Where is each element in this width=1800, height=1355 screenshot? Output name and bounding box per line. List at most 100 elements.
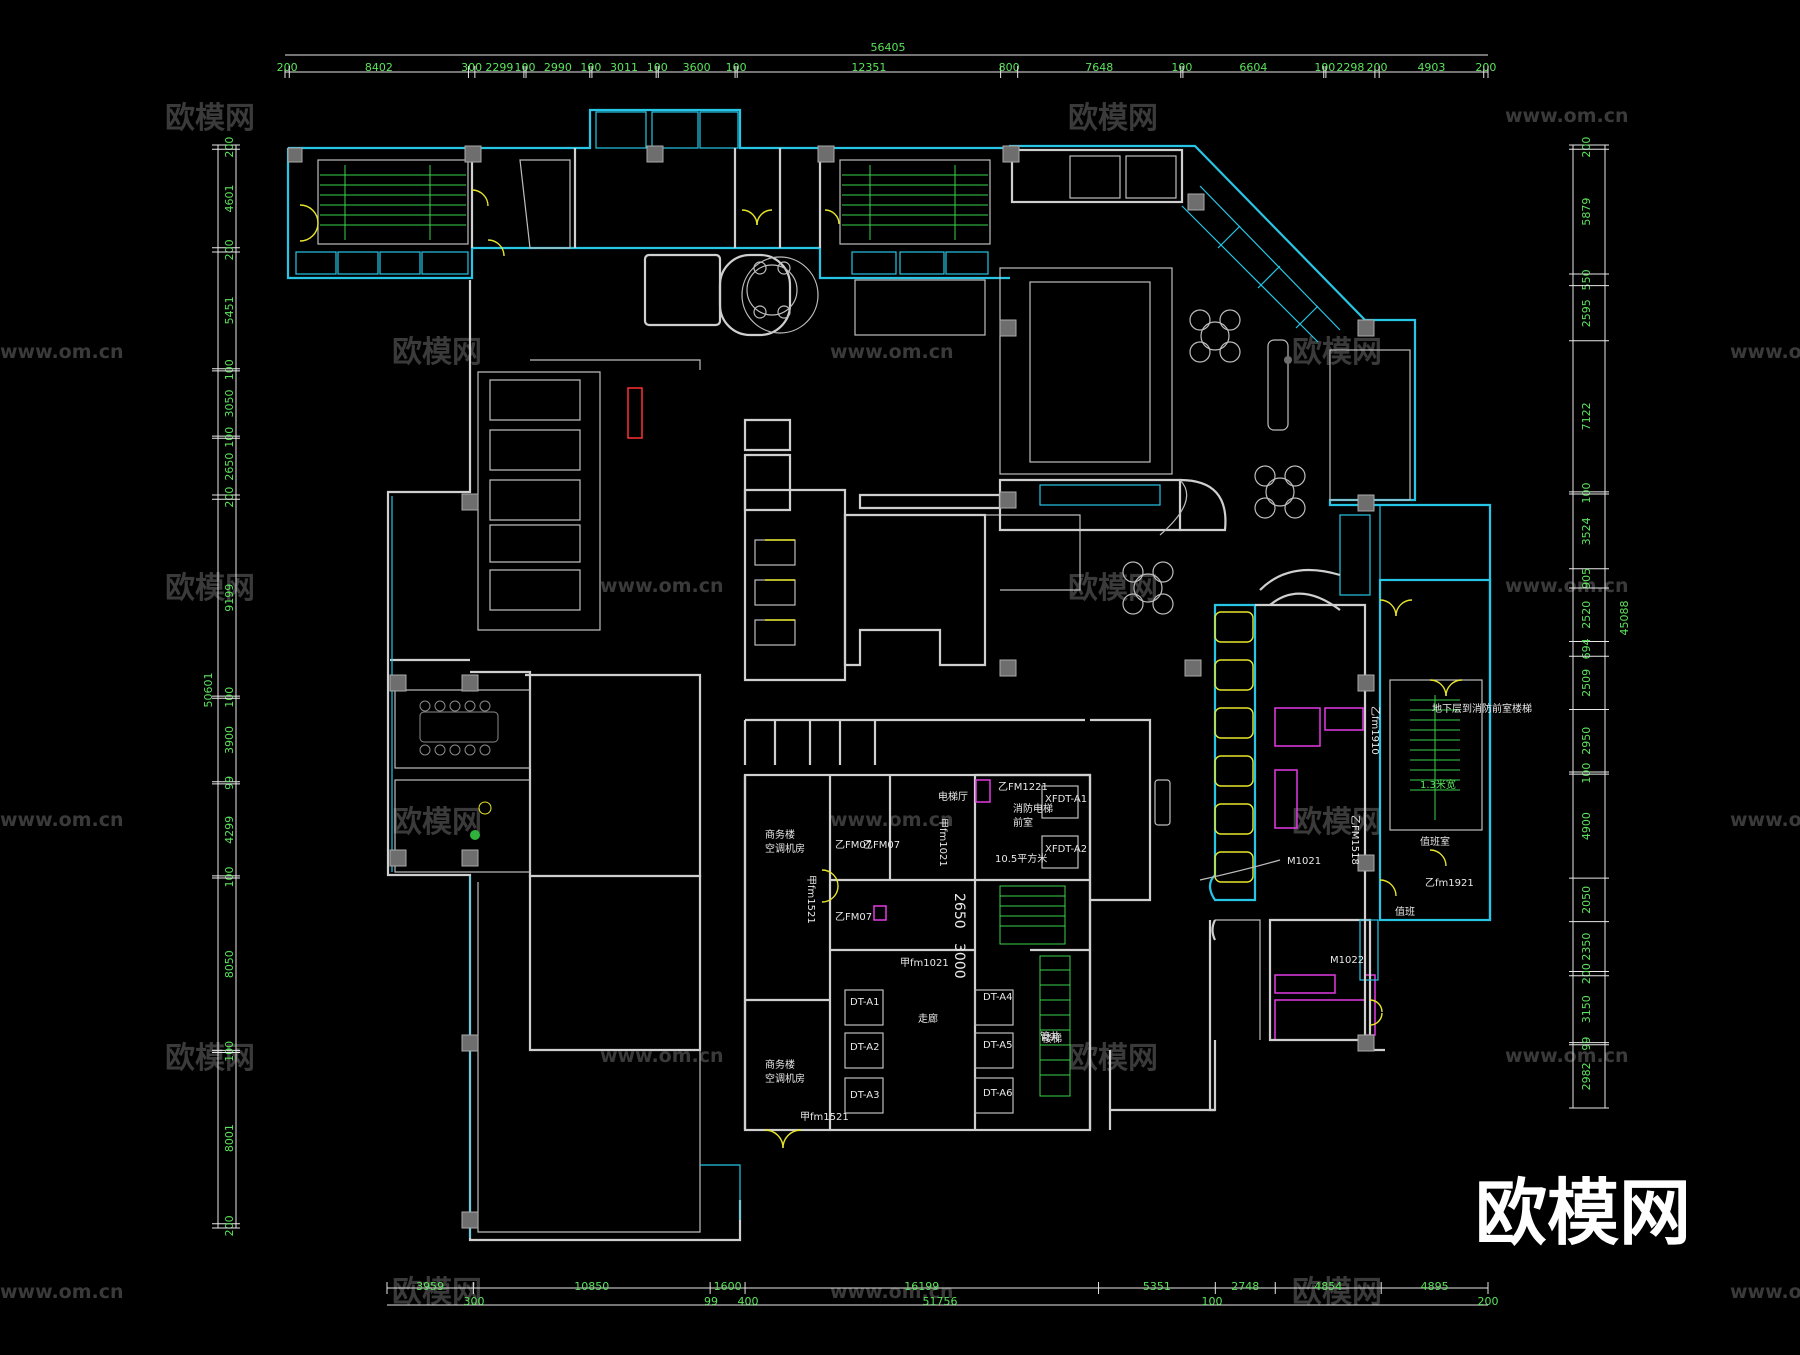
dim-top-segment: 200	[1367, 61, 1388, 74]
label-dt-a1: DT-A1	[850, 997, 879, 1008]
label-elevator-room: 电梯厅	[938, 790, 968, 803]
label-dt-a5: DT-A5	[983, 1040, 1012, 1051]
dim-top-segment: 3600	[683, 61, 711, 74]
dim-top-segment: 100	[1314, 61, 1335, 74]
dim-top-segment: 200	[1475, 61, 1496, 74]
dim-top-total: 56405	[871, 41, 906, 54]
dim-right-segment: 4900	[1580, 812, 1593, 840]
dim-top-segment: 2990	[544, 61, 572, 74]
dim-bottom-lower-segment: 100	[1202, 1295, 1223, 1308]
watermark-brand: 欧模网	[1292, 335, 1382, 370]
watermark-url: www.om.cn	[1505, 105, 1629, 127]
watermarks: 欧模网 欧模网 www.om.cn www.om.cn 欧模网 www.om.c…	[0, 101, 1800, 1310]
dim-top-segment: 100	[726, 61, 747, 74]
dim-bottom-segment: 4854	[1314, 1280, 1342, 1293]
label-door-fm07-b: 乙FM07	[863, 839, 900, 851]
dim-right-segment: 694	[1580, 638, 1593, 659]
dim-top-segment: 2299	[485, 61, 513, 74]
label-door-fm07-a: 乙FM07	[835, 839, 872, 851]
brand-logo: 欧模网	[1475, 1171, 1691, 1255]
dim-left-segment: 200	[223, 239, 236, 260]
label-dt-a4: DT-A4	[983, 992, 1012, 1003]
label-fire-elevator-1: 消防电梯	[1013, 802, 1053, 815]
dim-top-segment: 100	[1171, 61, 1192, 74]
dim-bottom-segment: 3959	[416, 1280, 444, 1293]
watermark-url: www.om.cn	[1730, 341, 1800, 363]
label-area: 10.5平方米	[995, 852, 1047, 865]
dim-left-segment: 8001	[223, 1124, 236, 1152]
dim-right-segment: 100	[1580, 763, 1593, 784]
dim-left-segment: 100	[223, 866, 236, 887]
dim-right-segment: 2350	[1580, 933, 1593, 961]
dim-right-segment: 200	[1580, 137, 1593, 158]
watermark-url: www.om.cn	[0, 1281, 124, 1303]
watermark-url: www.om.cn	[600, 575, 724, 597]
dim-left-segment: 100	[223, 359, 236, 380]
dim-left-segment: 200	[223, 1215, 236, 1236]
dim-bottom-segment: 16199	[904, 1280, 939, 1293]
dim-right-segment: 2050	[1580, 886, 1593, 914]
dim-top-segment: 200	[277, 61, 298, 74]
label-door-fm1021-b: 甲fm1021	[900, 958, 949, 969]
dim-top-segment: 7648	[1085, 61, 1113, 74]
dim-top-segment: 3011	[610, 61, 638, 74]
dim-right-segment: 905	[1580, 568, 1593, 589]
room-labels: 商务楼 空调机房 商务楼 空调机房 甲fm1521 甲fm1521 甲fm102…	[765, 702, 1532, 1123]
dim-bottom-lower-segment: 400	[738, 1295, 759, 1308]
dim-right-segment: 200	[1580, 963, 1593, 984]
dim-left-segment: 3900	[223, 726, 236, 754]
label-xfdt-a1: XFDT-A1	[1045, 794, 1087, 805]
dim-right-segment: 2950	[1580, 727, 1593, 755]
dim-top-segment: 100	[647, 61, 668, 74]
label-door-fm1021-a: 甲fm1021	[937, 818, 948, 867]
dim-left-segment: 9199	[223, 584, 236, 612]
dim-bottom-lower-segment: 300	[464, 1295, 485, 1308]
dim-right-segment: 3524	[1580, 517, 1593, 545]
watermark-brand: 欧模网	[165, 101, 255, 136]
dim-top-segment: 300	[461, 61, 482, 74]
dim-top-segment: 2298	[1336, 61, 1364, 74]
watermark-brand: 欧模网	[392, 335, 482, 370]
label-machine-room-2b: 空调机房	[765, 1072, 805, 1085]
dim-left-segment: 2650	[223, 453, 236, 481]
label-dt-a2: DT-A2	[850, 1042, 879, 1053]
dim-right-segment: 2520	[1580, 601, 1593, 629]
dim-right-segment: 2509	[1580, 669, 1593, 697]
label-stair: 楼梯	[1042, 1032, 1062, 1045]
dim-right-segment: 2595	[1580, 299, 1593, 327]
dim-top-segment: 4903	[1417, 61, 1445, 74]
dim-left-segment: 5451	[223, 296, 236, 324]
label-stair-note: 1.3米宽	[1420, 778, 1456, 791]
label-guard: 值班	[1395, 905, 1415, 918]
dim-top-segment: 6604	[1239, 61, 1267, 74]
dim-right-segment: 99	[1580, 1037, 1593, 1051]
label-machine-room-2a: 空调机房	[765, 842, 805, 855]
label-door-fm1221: 乙FM1221	[998, 781, 1048, 793]
watermark-brand: 欧模网	[165, 571, 255, 606]
dim-right-segment: 550	[1580, 269, 1593, 290]
dim-left-segment: 8050	[223, 950, 236, 978]
structural-columns	[287, 145, 1375, 1229]
dim-left-segment: 200	[223, 137, 236, 158]
watermark-brand: 欧模网	[1292, 805, 1382, 840]
label-door-fm1910: 乙fm1910	[1369, 706, 1381, 755]
dim-bottom-lower-segment: 200	[1478, 1295, 1499, 1308]
label-machine-room-1b: 商务楼	[765, 1058, 795, 1071]
watermark-brand: 欧模网	[392, 1275, 482, 1310]
dim-left-segment: 3050	[223, 389, 236, 417]
label-corridor: 走廊	[918, 1012, 938, 1025]
dim-right-total: 45088	[1618, 601, 1631, 636]
watermark-brand: 欧模网	[1068, 1041, 1158, 1076]
dim-top-segment: 800	[999, 61, 1020, 74]
dim-left-total: 50601	[202, 673, 215, 708]
dim-right-segment: 7122	[1580, 402, 1593, 430]
dim-left-segment: 99	[223, 776, 236, 790]
dim-bottom-segment: 2748	[1231, 1280, 1259, 1293]
dim-right-segment: 2982	[1580, 1062, 1593, 1090]
dim-left-segment: 100	[223, 687, 236, 708]
dim-bottom-total: 51756	[923, 1295, 958, 1308]
